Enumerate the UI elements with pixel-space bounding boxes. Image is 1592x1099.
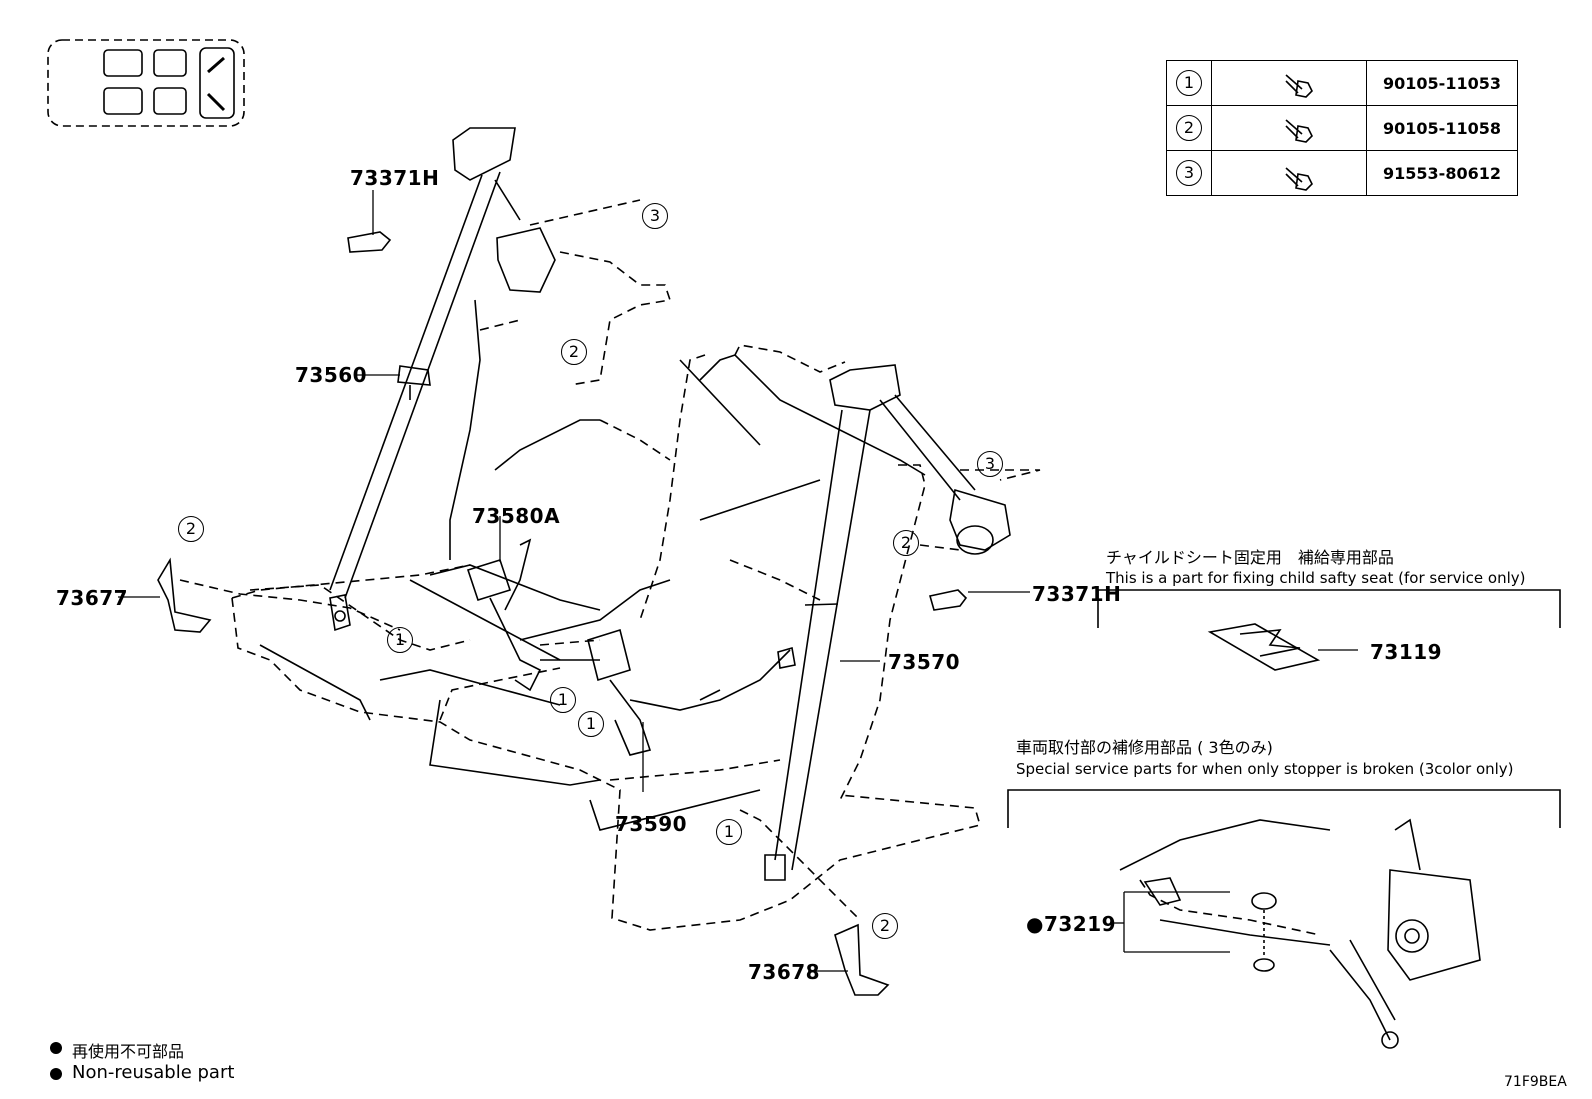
legend-text-jp: 再使用不可部品: [72, 1042, 185, 1061]
rear-seat-body: [259, 299, 926, 831]
bolt-table: 1 90105-11053 2 90105-11058 3 91553-8061…: [1166, 60, 1518, 196]
row-number: 1: [1176, 70, 1202, 96]
part-label-73580A[interactable]: 73580A: [472, 504, 561, 528]
note-frame-child-seat: [1097, 589, 1561, 628]
stopper-note-jp: 車両取付部の補修用部品 ( 3色のみ): [1016, 738, 1273, 757]
note-frame-stopper: [1007, 789, 1561, 828]
callout-2: 2: [872, 913, 898, 939]
part-label-73590[interactable]: 73590: [615, 812, 688, 836]
callout-1: 1: [716, 819, 742, 845]
part-label-73371H-a[interactable]: 73371H: [350, 166, 440, 190]
child-seat-note-en: This is a part for fixing child safty se…: [1106, 569, 1526, 587]
part-label-73219[interactable]: ●73219: [1026, 912, 1117, 936]
part-label-73677[interactable]: 73677: [56, 586, 129, 610]
seat-belt-73570: [764, 364, 1011, 881]
bolt-image: [1211, 105, 1367, 151]
legend-bullet-en: [50, 1068, 62, 1080]
table-row: 1 90105-11053: [1166, 60, 1518, 106]
bracket-73677: [157, 557, 212, 633]
part-label-73371H-b[interactable]: 73371H: [1032, 582, 1122, 606]
seat-belt-73560: [329, 127, 556, 632]
figure-code: 71F9BEA: [1504, 1074, 1567, 1090]
bolt-image: [1211, 150, 1367, 196]
part-number: 91553-80612: [1366, 150, 1518, 196]
legend-text-en: Non-reusable part: [72, 1062, 235, 1083]
stopper-detail: [1119, 818, 1481, 1049]
cover-73371H-b: [928, 589, 968, 611]
part-label-73570[interactable]: 73570: [888, 650, 961, 674]
part-label-73560[interactable]: 73560: [295, 363, 368, 387]
callout-1: 1: [550, 687, 576, 713]
vehicle-position-icon: [47, 39, 245, 127]
row-number: 2: [1176, 115, 1202, 141]
table-row: 2 90105-11058: [1166, 105, 1518, 151]
callout-2: 2: [178, 516, 204, 542]
bolt-image: [1211, 60, 1367, 106]
legend-bullet-jp: [50, 1042, 62, 1054]
buckle-73590: [587, 628, 796, 756]
row-number: 3: [1176, 160, 1202, 186]
callout-2: 2: [561, 339, 587, 365]
part-number: 90105-11058: [1366, 105, 1518, 151]
callout-1: 1: [578, 711, 604, 737]
callout-3: 3: [642, 203, 668, 229]
buckle-73580A: [466, 538, 671, 692]
table-row: 3 91553-80612: [1166, 150, 1518, 196]
callout-1: 1: [387, 627, 413, 653]
plate-73119: [1207, 623, 1321, 671]
child-seat-note-jp: チャイルドシート固定用 補給専用部品: [1106, 548, 1394, 567]
part-number: 90105-11053: [1366, 60, 1518, 106]
part-label-73678[interactable]: 73678: [748, 960, 821, 984]
stopper-note-en: Special service parts for when only stop…: [1016, 760, 1514, 778]
callout-3: 3: [977, 451, 1003, 477]
bracket-73678: [834, 923, 890, 996]
rear-seat-outline: [179, 199, 1041, 931]
callout-2: 2: [893, 530, 919, 556]
cover-73371H-a: [347, 231, 392, 253]
part-label-73119[interactable]: 73119: [1370, 640, 1443, 664]
